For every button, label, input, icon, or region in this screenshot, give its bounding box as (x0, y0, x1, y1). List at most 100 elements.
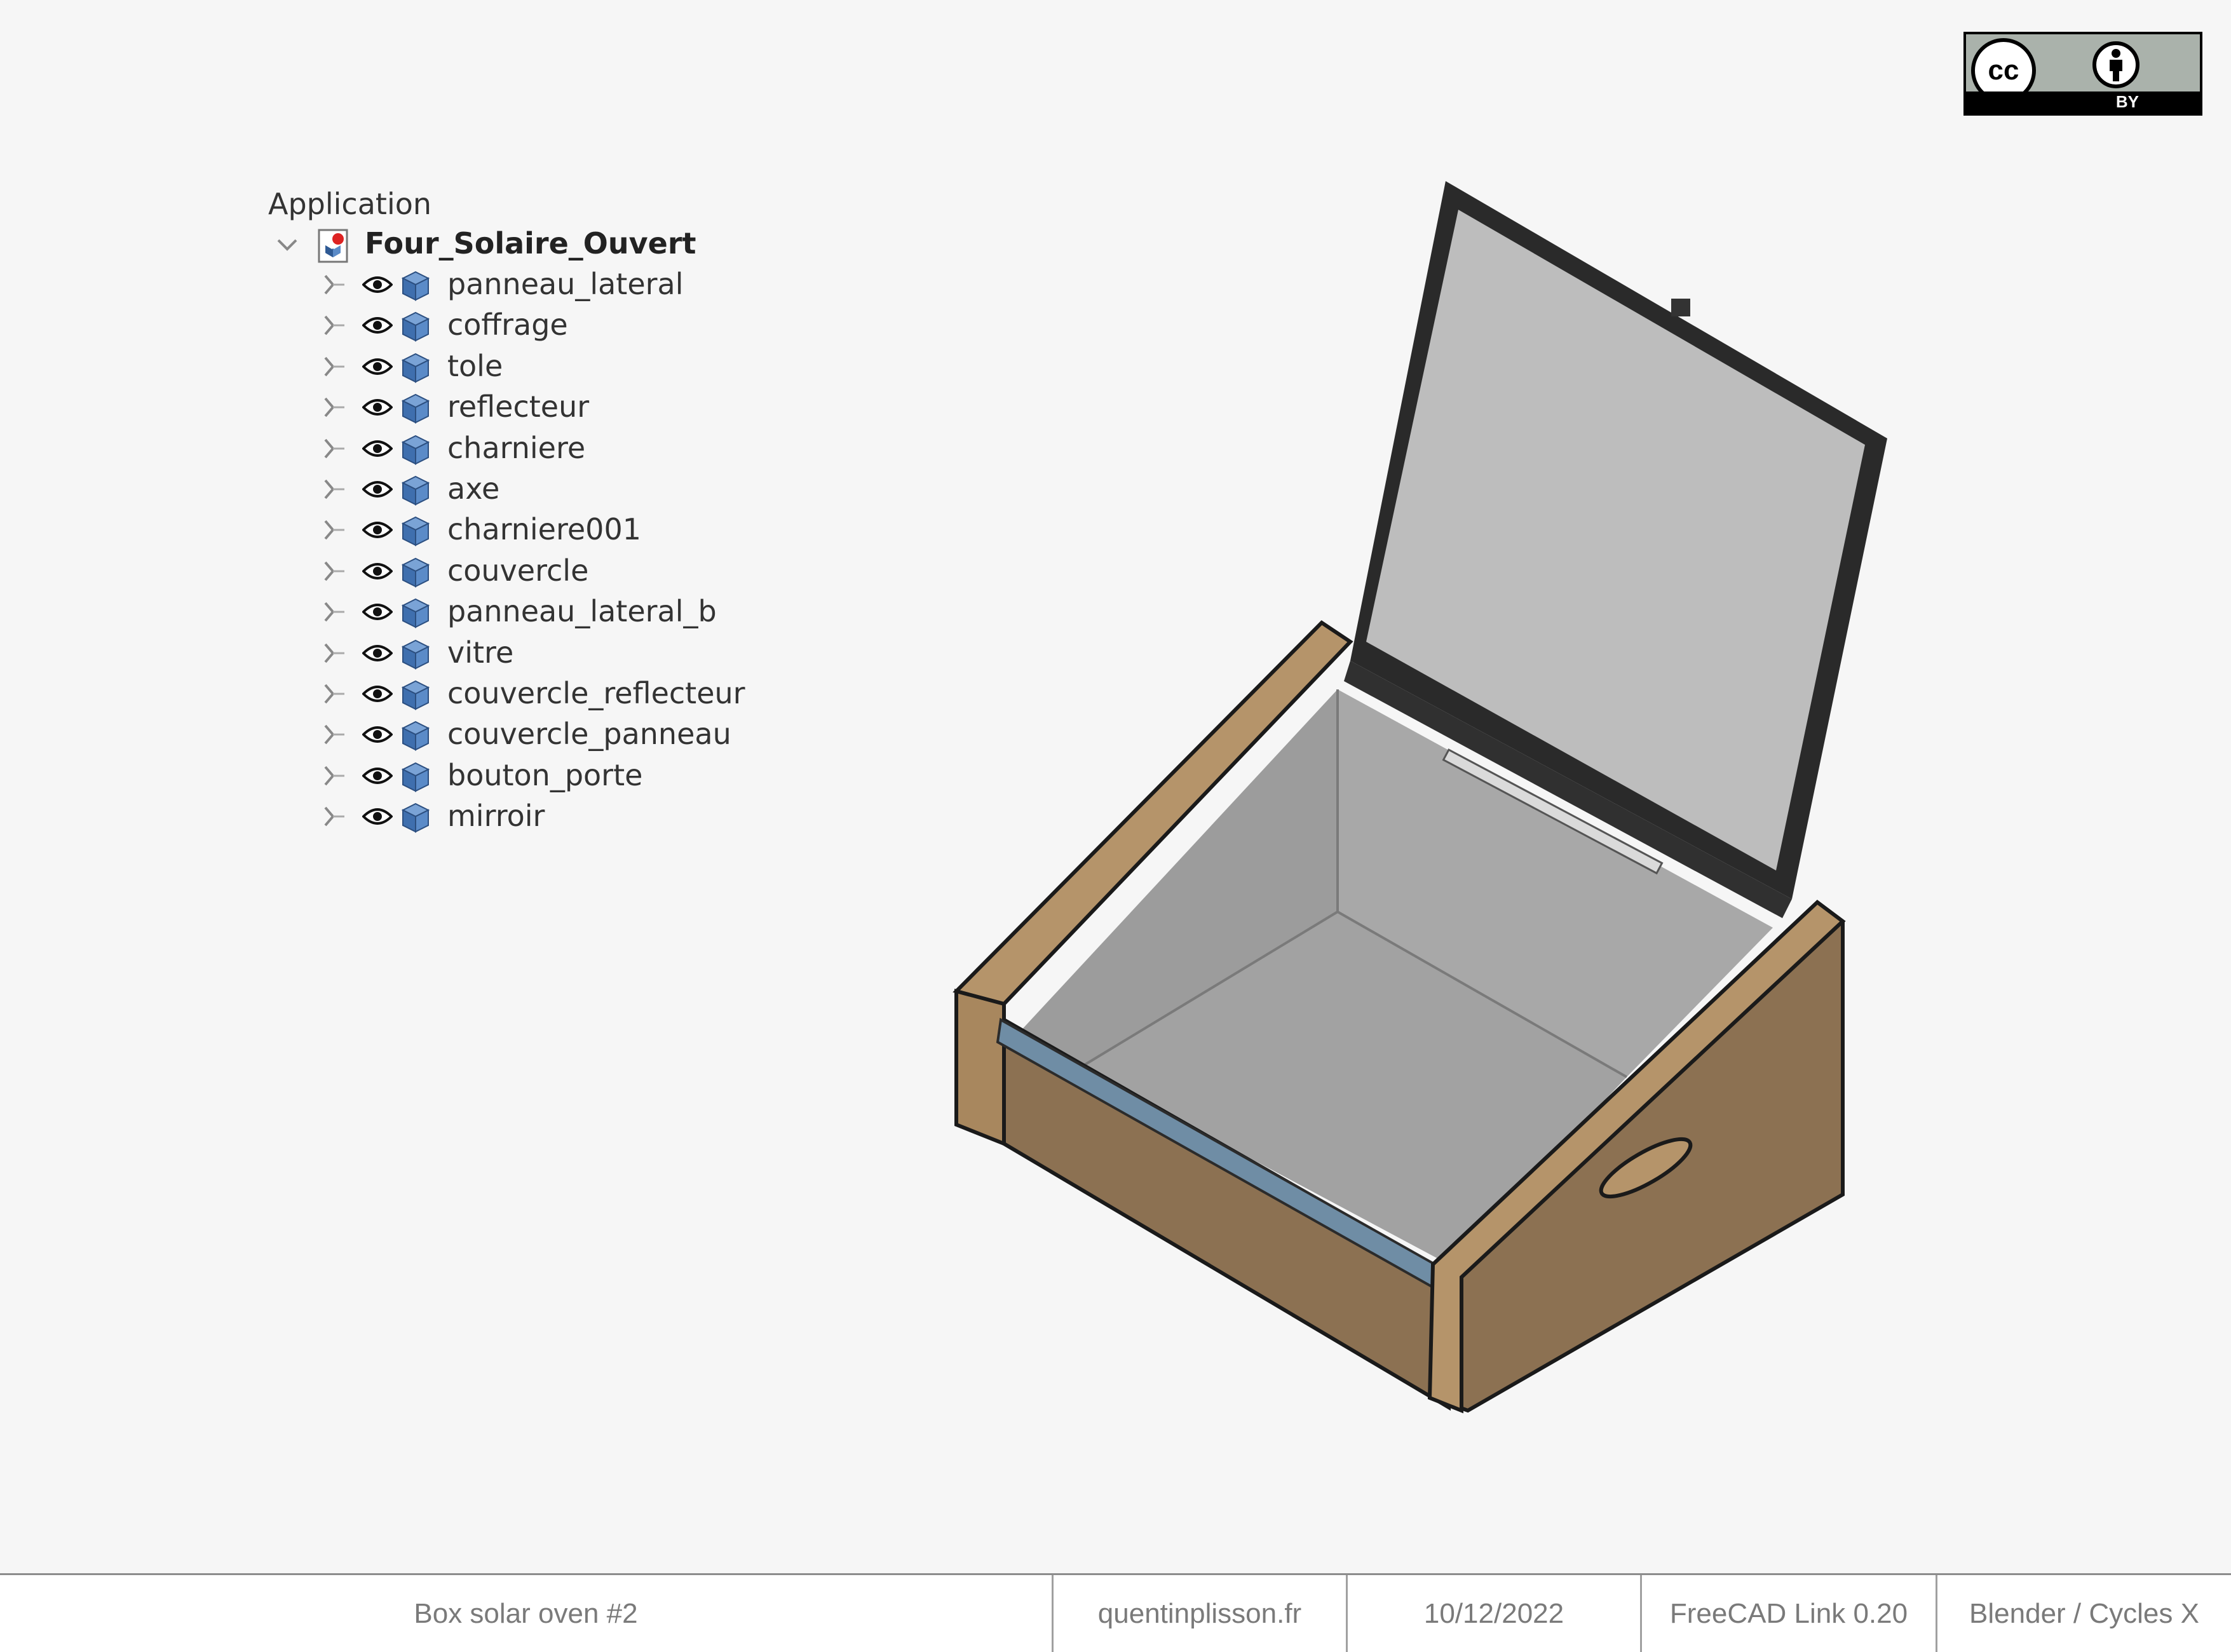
tree-item[interactable]: charniere001 (268, 510, 904, 550)
part-icon (401, 475, 430, 506)
chevron-right-icon[interactable] (320, 396, 346, 419)
visibility-eye-icon[interactable] (362, 520, 393, 540)
handle-slot (1599, 1137, 1693, 1199)
chevron-right-icon[interactable] (320, 642, 346, 665)
tree-items: panneau_lateral coffrage tole reflecteur cha… (268, 264, 904, 837)
chevron-right-icon[interactable] (320, 682, 346, 705)
chevron-right-icon[interactable] (320, 600, 346, 623)
tree-item[interactable]: tole (268, 346, 904, 387)
solar-oven-model (953, 181, 1887, 1414)
footer-date: 10/12/2022 (1346, 1575, 1640, 1652)
tree-item[interactable]: panneau_lateral (268, 264, 904, 305)
tree-item-label: charniere (447, 430, 586, 465)
visibility-eye-icon[interactable] (362, 561, 393, 581)
tree-item[interactable]: axe (268, 469, 904, 510)
right-side-edge (1427, 900, 1846, 1414)
tree-item-label: couvercle (447, 553, 589, 588)
visibility-eye-icon[interactable] (362, 766, 393, 786)
part-icon (401, 435, 430, 465)
part-icon (401, 271, 430, 301)
chevron-right-icon[interactable] (320, 723, 346, 746)
tree-item[interactable]: mirroir (268, 796, 904, 837)
chevron-right-icon[interactable] (320, 273, 346, 296)
footer-title: Box solar oven #2 (414, 1597, 638, 1629)
footer-bar: Box solar oven #2 quentinplisson.fr 10/1… (0, 1573, 2231, 1652)
tree-item-label: reflecteur (447, 389, 590, 424)
part-icon (401, 353, 430, 383)
footer-tool-blender: Blender / Cycles X (1936, 1575, 2231, 1652)
cavity-edge (1079, 911, 1339, 1069)
part-icon (401, 312, 430, 342)
tree-item[interactable]: couvercle_reflecteur (268, 674, 904, 714)
part-icon (401, 680, 430, 710)
part-icon (401, 721, 430, 751)
tree-root-label: Application (268, 187, 432, 221)
visibility-eye-icon[interactable] (362, 602, 393, 622)
visibility-eye-icon[interactable] (362, 274, 393, 295)
part-icon (401, 599, 430, 628)
lid-hinge-bar (1344, 661, 1792, 918)
lid-glass (1366, 210, 1865, 870)
tree-item-label: panneau_lateral (447, 267, 684, 301)
footer-site: quentinplisson.fr (1052, 1575, 1346, 1652)
tree-item[interactable]: bouton_porte (268, 755, 904, 796)
visibility-eye-icon[interactable] (362, 684, 393, 704)
chevron-right-icon[interactable] (320, 314, 346, 337)
tree-item-label: panneau_lateral_b (447, 594, 717, 629)
chevron-right-icon[interactable] (320, 764, 346, 787)
attribution-person-icon (2092, 41, 2139, 88)
document-icon (318, 229, 348, 263)
footer-tool-freecad: FreeCAD Link 0.20 (1640, 1575, 1936, 1652)
model-tree: Application Four_Solaire_Ouvert panneau_… (268, 184, 745, 833)
tree-item-label: axe (447, 471, 500, 506)
tree-item[interactable]: vitre (268, 633, 904, 674)
tree-item-label: mirroir (447, 799, 545, 834)
license-badge: cc BY (1963, 32, 2202, 116)
part-icon (401, 517, 430, 546)
chevron-right-icon[interactable] (320, 518, 346, 541)
part-icon (401, 802, 430, 833)
license-by-label: BY (2115, 92, 2139, 111)
tree-item[interactable]: panneau_lateral_b (268, 592, 904, 632)
chevron-right-icon[interactable] (320, 560, 346, 583)
visibility-eye-icon[interactable] (362, 397, 393, 417)
part-icon (401, 394, 430, 424)
hinge-rod (1442, 748, 1664, 875)
3d-viewport[interactable] (902, 152, 1932, 1436)
chevron-right-icon[interactable] (320, 478, 346, 501)
tree-item[interactable]: charniere (268, 428, 904, 469)
part-icon (401, 557, 430, 588)
tree-item-label: charniere001 (447, 512, 641, 547)
cavity-left-wall (1010, 689, 1338, 1067)
tree-item-label: vitre (447, 635, 514, 670)
tree-item-label: couvercle_panneau (447, 717, 731, 752)
tree-item[interactable]: couvercle_panneau (268, 714, 904, 755)
lid-knob (1671, 299, 1690, 316)
chevron-right-icon[interactable] (320, 355, 346, 378)
tree-item-label: couvercle_reflecteur (447, 675, 745, 710)
document-label: Four_Solaire_Ouvert (365, 226, 696, 261)
license-band (1966, 91, 2200, 113)
visibility-eye-icon[interactable] (362, 356, 393, 377)
chevron-right-icon[interactable] (320, 805, 346, 828)
visibility-eye-icon[interactable] (362, 438, 393, 459)
tree-item[interactable]: coffrage (268, 305, 904, 346)
visibility-eye-icon[interactable] (362, 315, 393, 335)
tree-item[interactable]: reflecteur (268, 387, 904, 428)
tree-item[interactable]: couvercle (268, 551, 904, 592)
visibility-eye-icon[interactable] (362, 806, 393, 827)
tree-document-row[interactable]: Four_Solaire_Ouvert (268, 224, 840, 264)
chevron-down-icon[interactable] (275, 235, 300, 254)
left-side-edge (954, 989, 1006, 1147)
tree-item-label: coffrage (447, 308, 568, 342)
chevron-right-icon[interactable] (320, 437, 346, 460)
visibility-eye-icon[interactable] (362, 479, 393, 499)
part-icon (401, 762, 430, 792)
part-icon (401, 639, 430, 670)
visibility-eye-icon[interactable] (362, 643, 393, 663)
tree-item-label: bouton_porte (447, 757, 643, 792)
cavity-edge (1337, 911, 1627, 1078)
visibility-eye-icon[interactable] (362, 724, 393, 745)
cavity-back-wall (1338, 689, 1773, 1077)
tree-item-label: tole (447, 348, 503, 383)
